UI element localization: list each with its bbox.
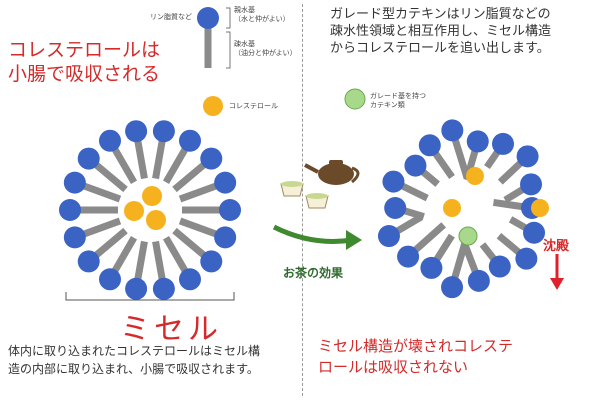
teacup-icon [280,181,304,197]
phospholipid-molecule [99,129,138,185]
right-title-line: ガレード型カテキンはリン脂質などの [330,7,551,22]
legend-hydrophilic-label: 親水基 （水と仲がよい） [234,6,290,24]
phospholipid-molecule [479,242,511,278]
cholesterol-molecule [146,210,166,230]
tea-effect-label: お茶の効果 [283,266,344,280]
cholesterol-molecule [124,201,144,221]
teapot-icon [304,160,360,185]
phospholipid-molecule [99,235,138,291]
phospholipid-molecule [63,171,122,203]
cholesterol-molecule [142,186,162,206]
phospholipid-molecule [59,199,118,221]
legend-hydrophobic-line: 疎水基 [234,40,255,48]
phospholipid-molecule [484,132,514,170]
legend-catechin-label: ガレード基を持つ カテキン類 [370,92,426,110]
phospholipid-molecule [377,214,423,248]
legend-catechin-line: ガレード基を持つ [370,92,426,100]
phospholipid-molecule [125,240,148,300]
legend-cholesterol-label: コレステロール [229,102,278,110]
micelle-bracket [65,292,235,301]
legend-hydrophilic-line: 親水基 [234,6,255,14]
legend-catechin-line: カテキン類 [370,101,405,109]
left-title: コレステロールは 小腸で吸収される [8,38,160,86]
left-caption-line: 造の内部に取り込まれ、小腸で吸収されます。 [8,362,259,376]
phospholipid-molecule [461,243,490,292]
tea-effect-arrow [272,224,362,250]
phospholipid-molecule [152,120,175,180]
phospholipid-molecule [172,227,223,273]
phospholipid-molecule [397,222,447,268]
phospholipid-molecule [503,173,543,204]
broken-micelle [377,119,546,299]
phospholipid-molecule [508,216,546,244]
legend-hydrophobic-line: （油分と仲がよい） [234,49,297,57]
legend-catechin-icon [344,88,366,110]
cholesterol-molecule [443,199,461,217]
phospholipid-molecule [404,154,440,187]
phospholipid-molecule [178,217,237,249]
teacup-icon [305,193,329,209]
left-caption-line: 体内に取り込まれたコレステロールはミセル構 [8,344,261,358]
legend-lipid-icon [197,7,219,68]
phospholipid-molecule [178,171,237,203]
phospholipid-molecule [441,241,469,299]
right-caption-line: ロールは吸収されない [318,358,469,376]
phospholipid-molecule [441,119,471,179]
phospholipid-molecule [162,129,201,185]
phospholipid-molecule [77,147,128,193]
phospholipid-molecule [125,120,148,180]
sink-arrow [550,254,564,290]
sink-label: 沈殿 [543,239,570,254]
phospholipid-molecule [172,147,223,193]
right-caption: ミセル構造が壊されコレステ ロールは吸収されない [318,336,598,378]
right-caption-line: ミセル構造が壊されコレステ [318,337,514,355]
right-title-line: からコレステロールを追い出します。 [330,41,550,56]
phospholipid-molecule [182,199,241,221]
phospholipid-molecule [152,240,175,300]
legend-cholesterol-icon [203,96,223,116]
phospholipid-molecule [162,235,201,291]
micelle-label: ミセル [120,312,222,347]
left-caption: 体内に取り込まれたコレステロールはミセル構 造の内部に取り込まれ、小腸で吸収され… [8,342,296,378]
left-micelle [59,120,241,300]
left-title-line: コレステロールは [8,39,161,61]
right-title-line: 疎水性領域と相互作用し、ミセル構造 [330,24,552,39]
legend-hydrophilic-line: （水と仲がよい） [234,15,290,23]
center-divider [302,4,303,396]
phospholipid-molecule [418,134,455,180]
catechin-molecule [458,226,478,246]
right-title: ガレード型カテキンはリン脂質などの 疎水性領域と相互作用し、ミセル構造 からコレ… [330,6,592,57]
phospholipid-molecule [497,145,539,185]
cholesterol-molecule [466,167,484,185]
phospholipid-molecule [420,233,455,279]
legend-phospholipid-label: リン脂質など [150,13,192,21]
legend-hydrophobic-label: 疎水基 （油分と仲がよい） [234,40,297,58]
legend-bracket-icon [226,7,231,69]
cholesterol-molecule [531,199,549,217]
phospholipid-molecule [63,217,122,249]
phospholipid-molecule [384,197,425,220]
phospholipid-molecule [382,170,429,202]
phospholipid-molecule [77,227,128,273]
left-title-line: 小腸で吸収される [8,63,161,85]
phospholipid-molecule [496,232,538,270]
